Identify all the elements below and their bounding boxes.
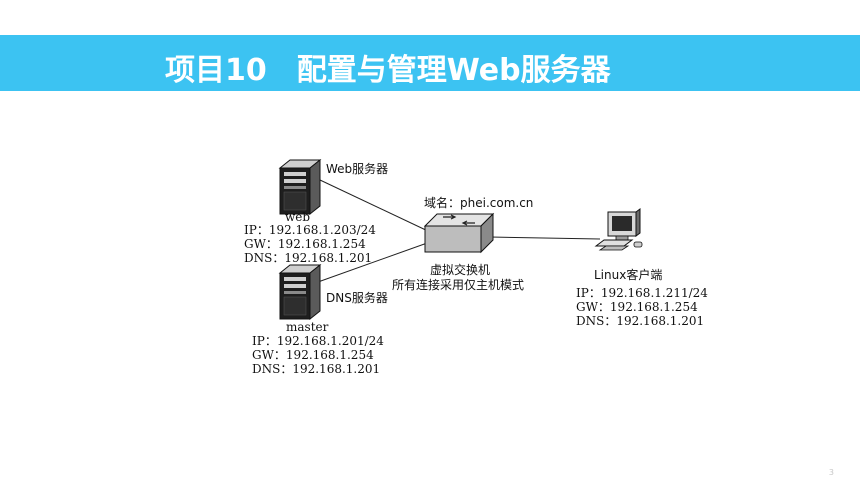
web-server-gw: GW：192.168.1.254 — [244, 237, 366, 251]
network-switch-icon — [423, 212, 495, 254]
switch-mode-label: 所有连接采用仅主机模式 — [392, 278, 525, 292]
linux-client-name: Linux客户端 — [594, 268, 663, 282]
link-web-to-switch — [319, 179, 431, 233]
desktop-computer-icon — [594, 208, 643, 251]
dns-server-gw: GW：192.168.1.254 — [252, 348, 374, 362]
linux-client-dns: DNS：192.168.1.201 — [576, 314, 705, 328]
switch-domain-label: 域名：phei.com.cn — [424, 196, 534, 210]
link-dns-to-switch — [317, 241, 431, 283]
server-tower-icon — [278, 158, 322, 216]
linux-client-ip: IP：192.168.1.211/24 — [576, 286, 708, 300]
dns-server-dns: DNS：192.168.1.201 — [252, 362, 381, 376]
switch-name-label: 虚拟交换机 — [430, 263, 491, 277]
dns-server-hostname: master — [286, 320, 329, 334]
page-title: 项目10 配置与管理Web服务器 — [165, 53, 611, 88]
web-server-dns: DNS：192.168.1.201 — [244, 251, 373, 265]
web-server-hostname: web — [285, 210, 311, 224]
server-tower-icon — [278, 263, 322, 321]
dns-server-ip: IP：192.168.1.201/24 — [252, 334, 384, 348]
title-banner: 项目10 配置与管理Web服务器 — [0, 35, 860, 91]
web-server-role-label: Web服务器 — [326, 162, 389, 176]
link-switch-to-client — [489, 236, 601, 240]
dns-server-role-label: DNS服务器 — [326, 291, 388, 305]
web-server-ip: IP：192.168.1.203/24 — [244, 223, 376, 237]
linux-client-gw: GW：192.168.1.254 — [576, 300, 698, 314]
page-number: 3 — [828, 468, 834, 477]
